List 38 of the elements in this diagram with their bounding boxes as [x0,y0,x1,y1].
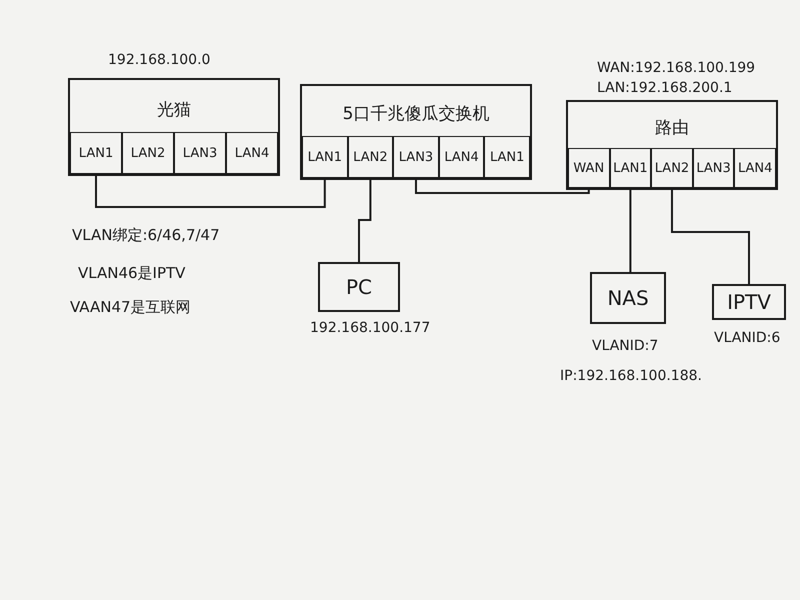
device-box: PC [318,262,400,312]
device-box: NAS [590,272,666,324]
address-note: VLANID:6 [714,330,780,346]
port-cell: LAN3 [174,132,226,174]
address-note: VLANID:7 [592,338,658,354]
device-box: IPTV [712,284,786,320]
address-note: 192.168.100.177 [310,320,430,336]
device-box [68,78,280,176]
port-cell: LAN1 [610,148,652,188]
cable-line [629,188,632,272]
note-text: VLAN绑定:6/46,7/47 [72,226,220,245]
cable-line [95,174,326,208]
device-name: 5口千兆傻瓜交换机 [342,103,490,125]
port-cell: LAN2 [122,132,174,174]
port-cell: LAN2 [651,148,693,188]
port-cell: LAN4 [734,148,776,188]
port-cell: LAN1 [302,136,348,178]
port-cell: LAN4 [226,132,278,174]
cable-line [358,178,372,262]
address-note: 192.168.100.0 [108,52,210,68]
port-cell: LAN2 [348,136,394,178]
device-name: 路由 [654,117,690,139]
note-text: VAAN47是互联网 [70,298,191,317]
address-note: WAN:192.168.100.199 [597,60,756,76]
cable-line [414,178,590,194]
device-box [300,84,532,180]
address-note: IP:192.168.100.188. [560,368,702,384]
port-cell: WAN [568,148,610,188]
port-cell: LAN1 [484,136,530,178]
device-box [566,100,778,190]
port-cell: LAN3 [393,136,439,178]
device-name: 光猫 [156,99,192,121]
cable-line [670,188,750,284]
port-cell: LAN1 [70,132,122,174]
address-note: LAN:192.168.200.1 [597,80,732,96]
port-cell: LAN3 [692,148,734,188]
note-text: VLAN46是IPTV [78,264,186,283]
port-cell: LAN4 [438,136,484,178]
